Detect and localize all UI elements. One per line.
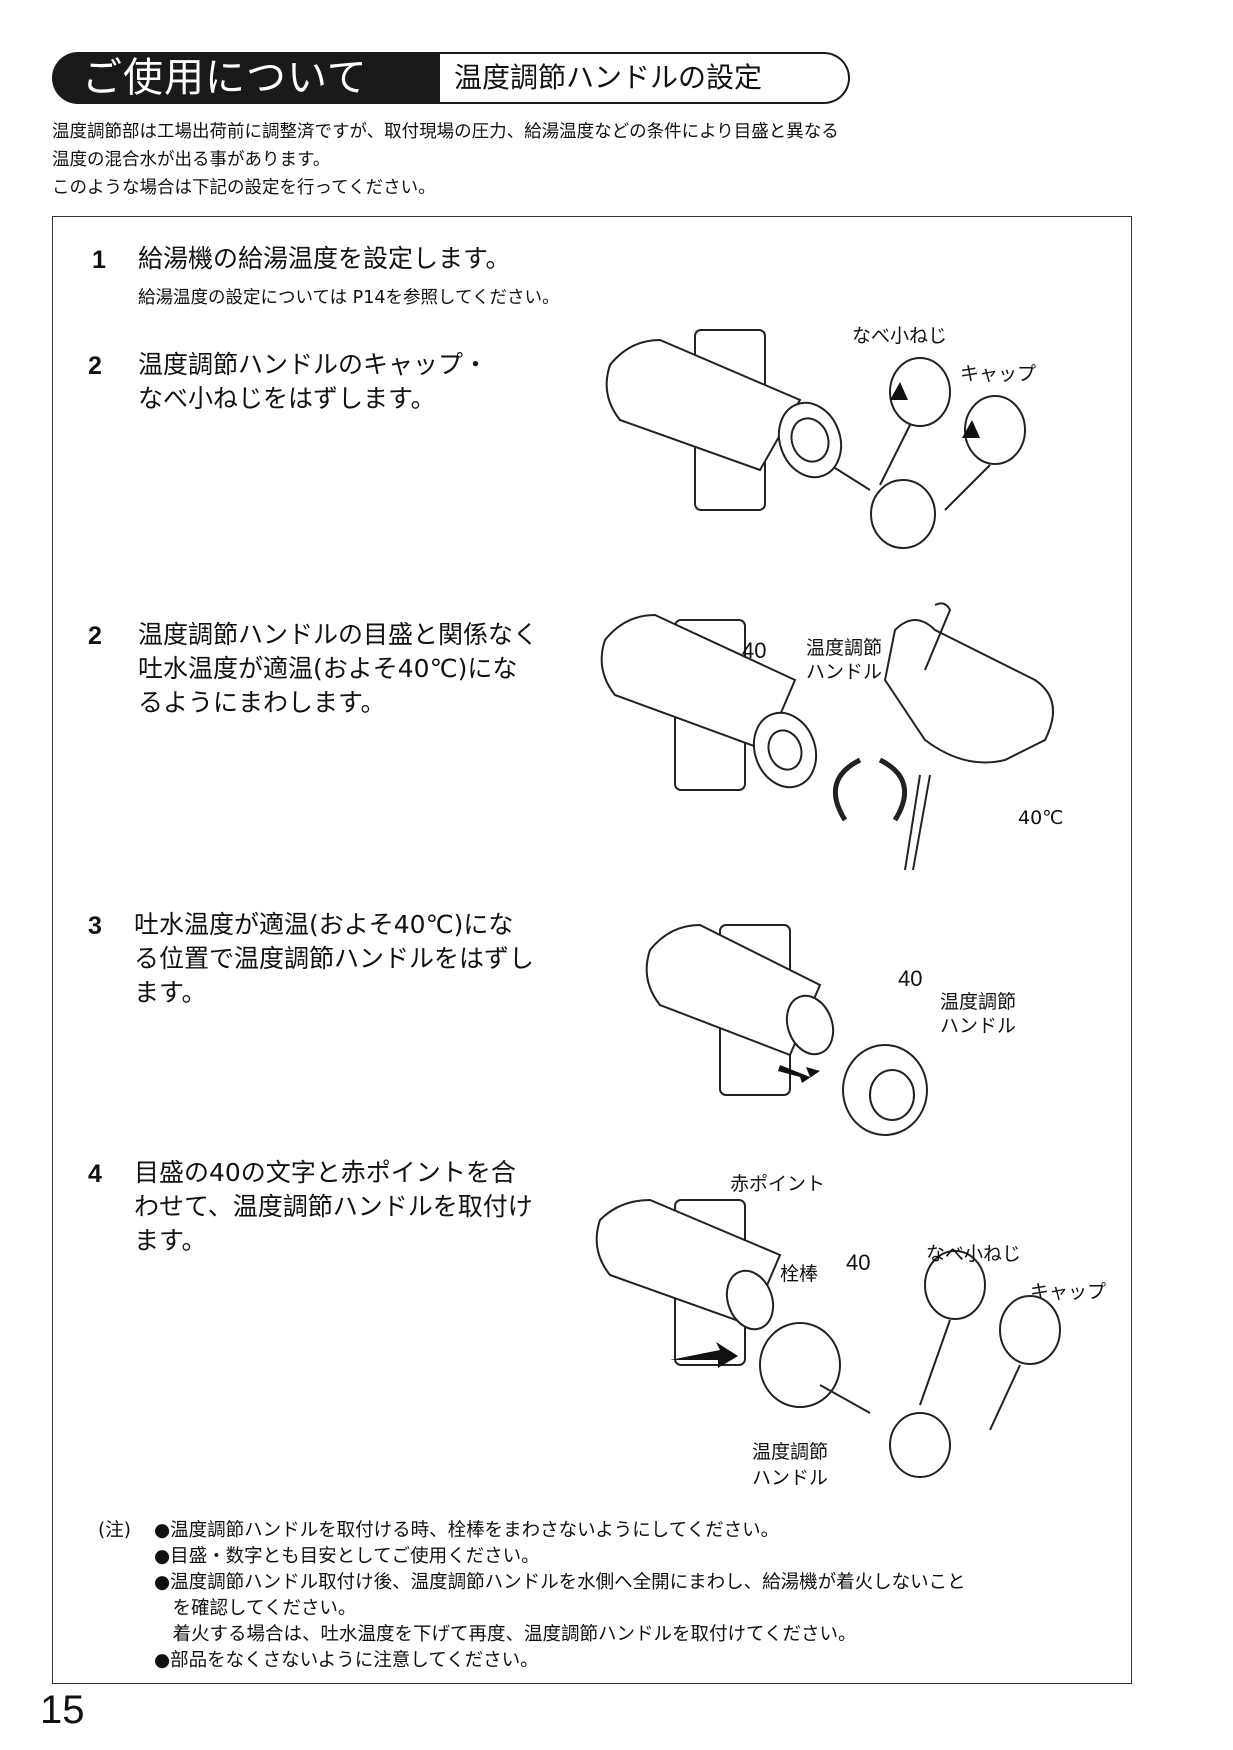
label-temperature: 40℃: [1018, 807, 1064, 829]
label-handle-line1: 温度調節: [752, 1441, 829, 1463]
step-line: 吐水温度が適温(およそ40℃)にな: [134, 910, 514, 939]
intro-line: このような場合は下記の設定を行ってください。: [52, 178, 436, 198]
step-number: 1: [92, 246, 106, 274]
page-number: 15: [40, 1688, 85, 1732]
label-cap: キャップ: [1030, 1281, 1107, 1303]
label-spindle: 栓棒: [780, 1263, 819, 1285]
label-handle-line1: 温度調節: [806, 637, 883, 659]
section-subtitle: 温度調節ハンドルの設定: [440, 52, 850, 104]
note-item: ●部品をなくさないように注意してください。: [154, 1650, 539, 1671]
note-item: 着火する場合は、吐水温度を下げて再度、温度調節ハンドルを取付けてください。: [154, 1624, 857, 1645]
step-line: ます。: [134, 1226, 207, 1255]
step-text: 吐水温度が適温(およそ40℃)にな る位置で温度調節ハンドルをはずし ます。: [134, 908, 534, 1010]
label-handle-line2: ハンドル: [752, 1467, 829, 1489]
step-line: ます。: [134, 978, 207, 1007]
label-screw: なべ小ねじ: [852, 325, 948, 347]
label-cap: キャップ: [960, 363, 1037, 385]
step-line: 温度調節ハンドルの目盛と関係なく: [138, 620, 539, 649]
illustration-adjust-handle: [600, 602, 1054, 871]
step-subtext: 給湯温度の設定については P14を参照してください。: [138, 288, 560, 308]
intro-line: 温度の混合水が出る事があります。: [52, 150, 331, 170]
step-line: なべ小ねじをはずします。: [138, 384, 436, 413]
step-number: 3: [88, 912, 102, 940]
note-item: ●温度調節ハンドルを取付ける時、栓棒をまわさないようにしてください。: [154, 1520, 780, 1541]
step-number: 2: [88, 352, 102, 380]
section-title: ご使用について: [52, 52, 440, 104]
step-line: 目盛の40の文字と赤ポイントを合: [134, 1158, 516, 1187]
label-forty: 40: [898, 966, 923, 991]
intro-paragraph: 温度調節部は工場出荷前に調整済ですが、取付現場の圧力、給湯温度などの条件により目…: [52, 118, 839, 202]
intro-line: 温度調節部は工場出荷前に調整済ですが、取付現場の圧力、給湯温度などの条件により目…: [52, 122, 839, 142]
step-text: 目盛の40の文字と赤ポイントを合 わせて、温度調節ハンドルを取付け ます。: [134, 1156, 533, 1258]
label-handle-line2: ハンドル: [940, 1015, 1017, 1037]
label-handle-line1: 温度調節: [940, 991, 1017, 1013]
step-line: るようにまわします。: [138, 688, 386, 717]
label-red-point: 赤ポイント: [730, 1173, 826, 1195]
step-line: わせて、温度調節ハンドルを取付け: [134, 1192, 533, 1221]
notes-section: (注) ●温度調節ハンドルを取付ける時、栓棒をまわさないようにしてください。 ●…: [98, 1518, 966, 1674]
illustration-attach-handle: [595, 1198, 1061, 1478]
instructions-frame: [52, 216, 1132, 1684]
note-item: を確認してください。: [154, 1598, 357, 1619]
step-text: 温度調節ハンドルのキャップ・ なべ小ねじをはずします。: [138, 348, 488, 416]
label-handle-line2: ハンドル: [806, 661, 883, 683]
note-item: ●目盛・数字とも目安としてご使用ください。: [154, 1546, 540, 1567]
illustration-remove-handle: [645, 923, 928, 1136]
step-text: 給湯機の給湯温度を設定します。: [138, 242, 511, 276]
step-line: 温度調節ハンドルのキャップ・: [138, 350, 489, 379]
step-number: 4: [88, 1160, 102, 1188]
note-item: ●温度調節ハンドル取付け後、温度調節ハンドルを水側へ全開にまわし、給湯機が着火し…: [154, 1572, 966, 1593]
notes-prefix: (注): [98, 1520, 131, 1541]
step-number: 2: [88, 622, 102, 650]
step-line: 給湯機の給湯温度を設定します。: [138, 244, 511, 273]
label-forty: 40: [846, 1250, 871, 1275]
label-forty: 40: [742, 638, 767, 663]
step-text: 温度調節ハンドルの目盛と関係なく 吐水温度が適温(およそ40℃)にな るようにま…: [138, 618, 538, 720]
step-line: る位置で温度調節ハンドルをはずし: [134, 944, 535, 973]
illustration-remove-cap: [605, 329, 1026, 549]
label-screw: なべ小ねじ: [926, 1243, 1022, 1265]
step-line: 吐水温度が適温(およそ40℃)にな: [138, 654, 518, 683]
